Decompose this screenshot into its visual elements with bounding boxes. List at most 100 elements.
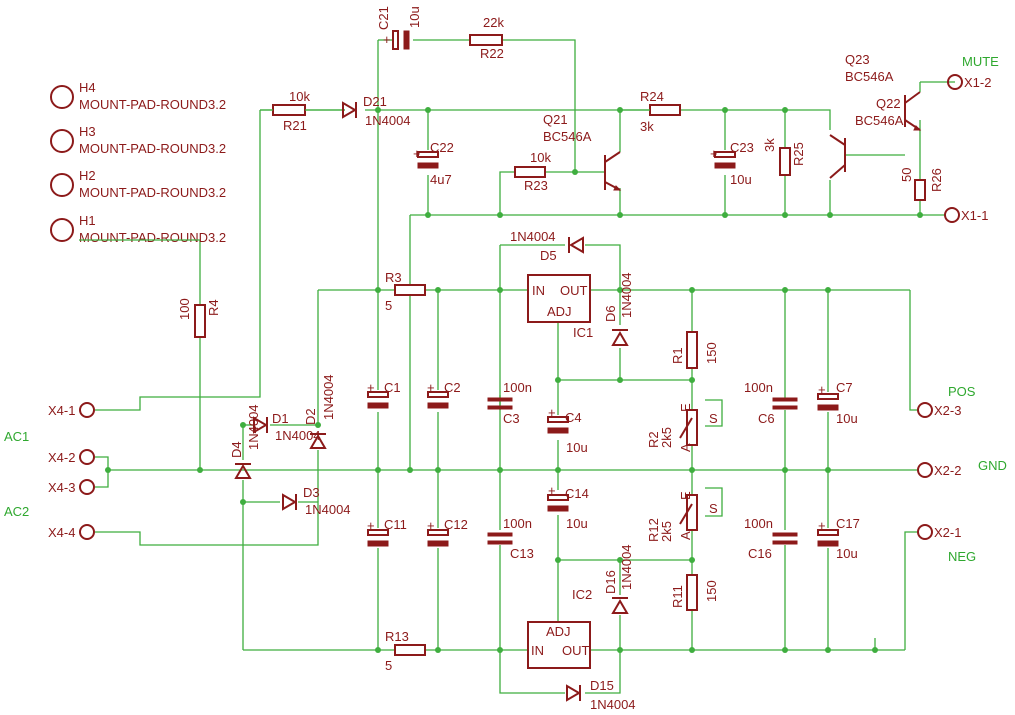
resistor-r21: 10k R21 [260, 89, 345, 133]
mount-pad-h4-name: H4 [79, 80, 96, 95]
svg-text:22k: 22k [483, 15, 504, 30]
svg-text:C6: C6 [758, 411, 775, 426]
capacitor-c14: + C14 10u [547, 483, 589, 531]
svg-text:100n: 100n [503, 516, 532, 531]
diode-d4: D4 1N4004 [229, 404, 261, 479]
resistor-r25: 3k R25 [762, 138, 806, 176]
svg-text:X4-4: X4-4 [48, 525, 75, 540]
svg-text:C14: C14 [565, 486, 589, 501]
svg-text:+: + [383, 32, 391, 47]
svg-text:4u7: 4u7 [430, 172, 452, 187]
diode-d3: D3 1N4004 [282, 485, 351, 517]
svg-text:10u: 10u [836, 546, 858, 561]
svg-text:ADJ: ADJ [547, 304, 572, 319]
svg-text:1N4004: 1N4004 [365, 113, 411, 128]
svg-text:R4: R4 [206, 299, 221, 316]
svg-text:2k5: 2k5 [659, 521, 674, 542]
svg-text:50: 50 [899, 168, 914, 182]
connector-x1-2: X1-2 [947, 74, 991, 90]
svg-text:BC546A: BC546A [855, 113, 904, 128]
svg-text:R3: R3 [385, 270, 402, 285]
transistor-q21: Q21 BC546A [543, 112, 622, 191]
svg-text:X4-2: X4-2 [48, 450, 75, 465]
net-label-pos: POS [948, 384, 976, 399]
net-label-neg: NEG [948, 549, 976, 564]
svg-text:10u: 10u [566, 440, 588, 455]
capacitor-c12: + C12 [427, 517, 468, 547]
svg-text:1N4004: 1N4004 [619, 272, 634, 318]
svg-text:Q21: Q21 [543, 112, 568, 127]
svg-text:100n: 100n [503, 380, 532, 395]
svg-text:10k: 10k [530, 150, 551, 165]
svg-text:150: 150 [704, 580, 719, 602]
svg-text:D15: D15 [590, 678, 614, 693]
resistor-r1: R1 150 [670, 331, 719, 369]
capacitor-c6: 100n C6 [744, 380, 798, 426]
svg-text:+: + [427, 518, 435, 533]
svg-text:IN: IN [531, 643, 544, 658]
capacitor-c7: + C7 10u [817, 380, 858, 426]
svg-text:C7: C7 [836, 380, 853, 395]
resistor-r26: 50 R26 [899, 168, 944, 201]
svg-text:1N4004: 1N4004 [510, 229, 556, 244]
svg-text:1N4004: 1N4004 [246, 404, 261, 450]
svg-text:3k: 3k [640, 119, 654, 134]
mount-pad-h2-value: MOUNT-PAD-ROUND3.2 [79, 185, 226, 200]
svg-text:1N4004: 1N4004 [590, 697, 636, 712]
capacitor-c13: 100n C13 [487, 516, 534, 561]
svg-text:D4: D4 [229, 441, 244, 458]
svg-text:+: + [367, 518, 375, 533]
svg-text:X2-2: X2-2 [934, 463, 961, 478]
svg-text:100: 100 [177, 298, 192, 320]
diode-d6: D6 1N4004 [603, 272, 634, 346]
svg-text:A: A [678, 443, 693, 452]
svg-text:D21: D21 [363, 94, 387, 109]
capacitor-c4: + C4 10u [547, 405, 588, 455]
svg-text:C3: C3 [503, 411, 520, 426]
svg-text:D3: D3 [303, 485, 320, 500]
svg-text:C11: C11 [384, 517, 407, 532]
connector-x2-3: X2-3 [917, 402, 961, 418]
svg-text:E: E [678, 491, 693, 500]
svg-text:BC546A: BC546A [845, 69, 894, 84]
mount-pad-h4-value: MOUNT-PAD-ROUND3.2 [79, 97, 226, 112]
svg-text:IN: IN [532, 283, 545, 298]
connector-x2-2: X2-2 [917, 462, 961, 478]
svg-text:R26: R26 [929, 168, 944, 192]
diode-d2: D2 1N4004 [303, 374, 336, 449]
diode-d1: D1 1N4004 [253, 411, 321, 443]
connector-x1-1: X1-1 [944, 207, 988, 223]
svg-text:C23: C23 [730, 140, 754, 155]
svg-text:10k: 10k [289, 89, 310, 104]
wires [95, 39, 955, 694]
svg-text:D1: D1 [272, 411, 289, 426]
svg-text:+: + [427, 380, 435, 395]
svg-text:A: A [678, 531, 693, 540]
svg-text:R1: R1 [670, 347, 685, 364]
potentiometer-r12: R12 2k5 E A S [646, 491, 718, 542]
svg-text:R11: R11 [670, 585, 685, 608]
mount-pad-h2: H2 MOUNT-PAD-ROUND3.2 [50, 168, 226, 200]
diode-d5: 1N4004 D5 [510, 229, 584, 263]
junctions [105, 107, 923, 653]
svg-text:S: S [709, 411, 718, 426]
svg-text:1N4004: 1N4004 [321, 374, 336, 420]
svg-text:+: + [367, 380, 375, 395]
resistor-r24: R24 3k [620, 89, 681, 134]
svg-text:R21: R21 [283, 118, 307, 133]
svg-text:150: 150 [704, 342, 719, 364]
capacitor-c17: + C17 10u [817, 516, 860, 561]
svg-text:+: + [818, 518, 826, 533]
capacitor-c21: + C21 10u [376, 6, 422, 50]
connector-x4-1: X4-1 [48, 402, 95, 418]
svg-text:1N4004: 1N4004 [305, 502, 351, 517]
connector-x4-2: X4-2 [48, 449, 95, 465]
svg-text:C12: C12 [444, 517, 468, 532]
net-label-gnd: GND [978, 458, 1007, 473]
regulator-ic2: ADJ IN OUT IC2 [527, 587, 592, 669]
svg-text:10u: 10u [836, 411, 858, 426]
svg-text:BC546A: BC546A [543, 129, 592, 144]
mount-pad-h3: H3 MOUNT-PAD-ROUND3.2 [50, 124, 226, 156]
capacitor-c2: + C2 [427, 380, 461, 409]
